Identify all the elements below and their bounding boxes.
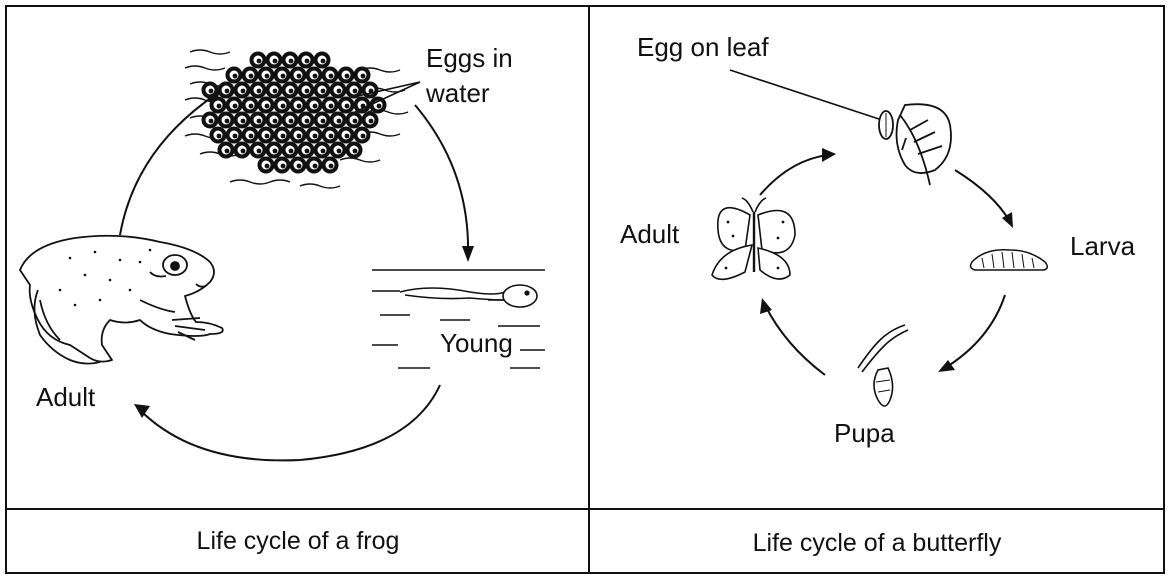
- pupa-drawing: [858, 325, 908, 406]
- frog-egg-yolk: [281, 134, 286, 139]
- adult-frog-drawing: [20, 236, 223, 364]
- frog-egg-yolk: [241, 119, 246, 124]
- frog-egg-yolk: [305, 119, 310, 124]
- frog-egg-yolk: [305, 89, 310, 94]
- adult-butterfly-drawing: [712, 198, 795, 279]
- frog-egg-yolk: [361, 74, 366, 79]
- label-larva: Larva: [1070, 233, 1135, 259]
- frog-egg-yolk: [273, 149, 278, 154]
- frog-egg-yolk: [217, 134, 222, 139]
- frog-egg-yolk: [329, 134, 334, 139]
- frog-egg-yolk: [297, 134, 302, 139]
- frog-egg-yolk: [353, 149, 358, 154]
- frog-egg-yolk: [345, 104, 350, 109]
- frog-egg-yolk: [329, 74, 334, 79]
- frog-egg-yolk: [249, 74, 254, 79]
- frog-egg-yolk: [257, 89, 262, 94]
- frog-egg-yolk: [217, 104, 222, 109]
- arrow-eggs-to-young: [415, 105, 468, 255]
- frog-egg-yolk: [241, 149, 246, 154]
- frog-egg-yolk: [265, 74, 270, 79]
- frog-egg-yolk: [257, 59, 262, 64]
- frog-egg-yolk: [321, 149, 326, 154]
- frog-egg-yolk: [369, 119, 374, 124]
- frog-egg-yolk: [337, 89, 342, 94]
- frog-egg-yolk: [313, 74, 318, 79]
- frog-egg-yolk: [337, 119, 342, 124]
- frog-egg-yolk: [225, 119, 230, 124]
- egg-pointer-line: [730, 70, 882, 120]
- frog-egg-yolk: [281, 74, 286, 79]
- frog-egg-yolk: [321, 119, 326, 124]
- frog-egg-yolk: [249, 134, 254, 139]
- arrow-larva-to-pupa: [945, 295, 1005, 368]
- frog-egg-yolk: [289, 149, 294, 154]
- frog-egg-yolk: [289, 89, 294, 94]
- frog-egg-yolk: [249, 104, 254, 109]
- frog-egg-yolk: [289, 119, 294, 124]
- label-eggs-in-water-line2: water: [426, 80, 490, 106]
- frog-egg-yolk: [273, 119, 278, 124]
- frog-egg-yolk: [297, 104, 302, 109]
- frog-egg-yolk: [305, 149, 310, 154]
- frog-egg-yolk: [377, 104, 382, 109]
- caption-frog: Life cycle of a frog: [8, 529, 588, 554]
- frog-egg-yolk: [265, 134, 270, 139]
- frog-egg-yolk: [265, 104, 270, 109]
- leaf-with-egg-drawing: [879, 104, 951, 185]
- frog-egg-yolk: [321, 89, 326, 94]
- frog-egg-yolk: [297, 74, 302, 79]
- frog-egg-yolk: [209, 119, 214, 124]
- frog-egg-yolk: [353, 119, 358, 124]
- frog-egg-yolk: [257, 149, 262, 154]
- label-frog-adult: Adult: [36, 384, 95, 410]
- arrow-adult-to-egg: [760, 155, 828, 195]
- frog-egg-yolk: [241, 89, 246, 94]
- frog-egg-yolk: [313, 164, 318, 169]
- frog-egg-yolk: [273, 59, 278, 64]
- frog-egg-yolk: [297, 164, 302, 169]
- tadpole-drawing: [400, 285, 537, 307]
- frog-egg-yolk: [313, 104, 318, 109]
- label-pupa: Pupa: [834, 420, 895, 446]
- frog-egg-yolk: [281, 104, 286, 109]
- frog-egg-yolk: [233, 74, 238, 79]
- frog-egg-yolk: [209, 89, 214, 94]
- frog-egg-yolk: [233, 134, 238, 139]
- frog-egg-yolk: [305, 59, 310, 64]
- arrow-pupa-to-adult: [765, 305, 825, 375]
- frog-egg-yolk: [265, 164, 270, 169]
- frog-egg-yolk: [225, 149, 230, 154]
- frog-egg-yolk: [321, 59, 326, 64]
- larva-drawing: [971, 250, 1048, 270]
- frog-egg-yolk: [257, 119, 262, 124]
- frog-egg-yolk: [281, 164, 286, 169]
- frog-egg-yolk: [345, 134, 350, 139]
- frog-egg-yolk: [289, 59, 294, 64]
- arrow-young-to-adult: [140, 385, 440, 460]
- label-egg-on-leaf: Egg on leaf: [637, 34, 769, 60]
- label-eggs-in-water-line1: Eggs in: [426, 45, 513, 71]
- frog-egg-yolk: [345, 74, 350, 79]
- frog-egg-yolk: [353, 89, 358, 94]
- frog-egg-yolk: [225, 89, 230, 94]
- frog-egg-yolk: [361, 134, 366, 139]
- arrow-egg-to-larva: [955, 170, 1010, 222]
- frog-egg-yolk: [273, 89, 278, 94]
- frog-egg-yolk: [329, 164, 334, 169]
- frog-egg-yolk: [329, 104, 334, 109]
- frog-egg-yolk: [233, 104, 238, 109]
- frog-eggs-cluster: [202, 52, 386, 173]
- label-butterfly-adult: Adult: [620, 221, 679, 247]
- label-young: Young: [440, 330, 513, 356]
- frog-egg-yolk: [313, 134, 318, 139]
- frog-egg-yolk: [337, 149, 342, 154]
- caption-butterfly: Life cycle of a butterfly: [591, 531, 1163, 556]
